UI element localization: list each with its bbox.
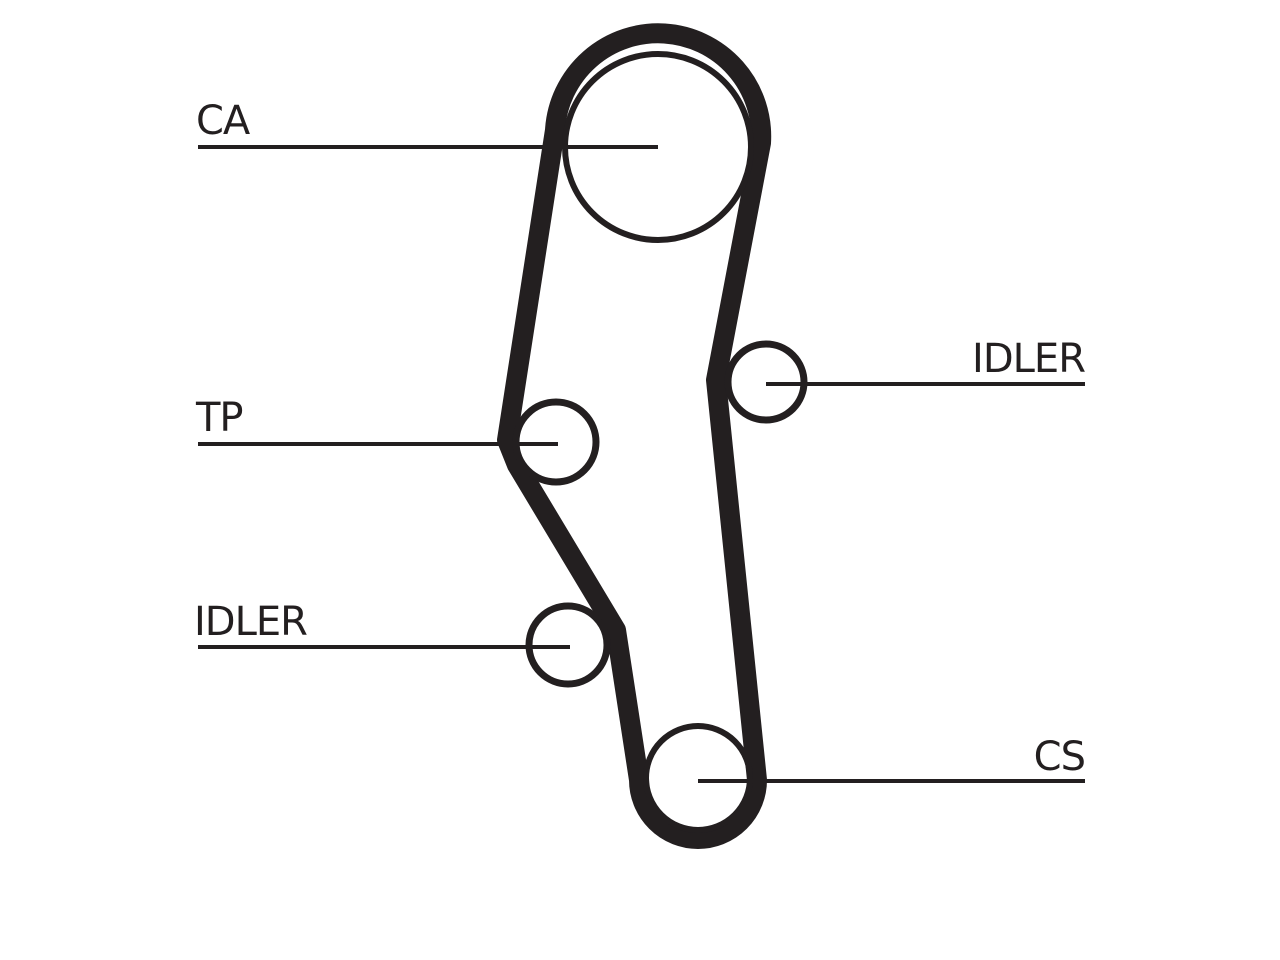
label-idler-left: IDLER (194, 599, 307, 645)
label-crankshaft: CS (1034, 734, 1085, 780)
label-tensioner: TP (195, 395, 243, 441)
timing-belt (497, 23, 772, 849)
crankshaft-pulley (643, 723, 753, 833)
label-camshaft: CA (196, 98, 251, 144)
label-idler-right: IDLER (972, 336, 1085, 382)
